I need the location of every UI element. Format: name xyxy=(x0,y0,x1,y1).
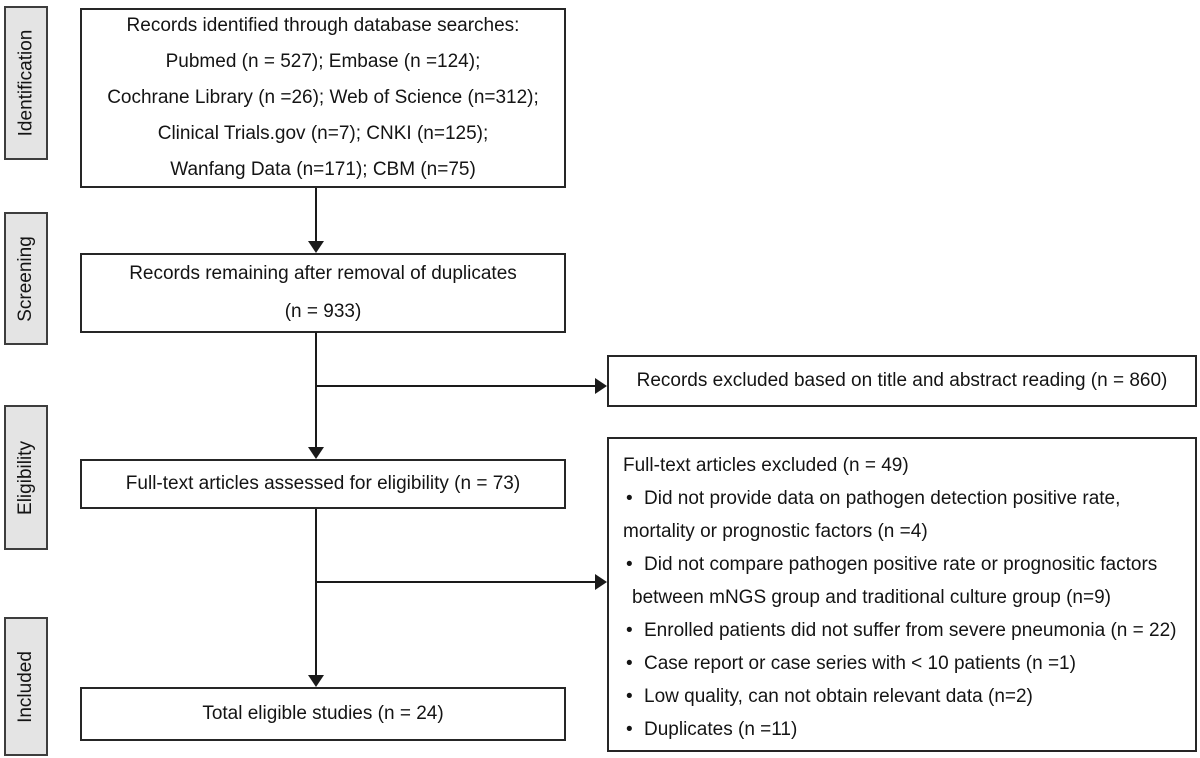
exclusion-reason-text: Did not compare pathogen positive rate o… xyxy=(644,554,1158,575)
stage-label-identification-text: Identification xyxy=(15,29,36,137)
arrow-right-icon xyxy=(595,574,607,590)
exclusion-reason-line: • Duplicates (n =11) xyxy=(623,713,1181,746)
fulltext-assessed-text: Full-text articles assessed for eligibil… xyxy=(125,473,521,494)
box-duplicates-removed: Records remaining after removal of dupli… xyxy=(80,253,566,333)
exclusion-reason-line: • Did not provide data on pathogen detec… xyxy=(623,482,1181,515)
total-eligible-text: Total eligible studies (n = 24) xyxy=(202,703,444,724)
stage-label-screening: Screening xyxy=(4,212,48,345)
stage-label-included-text: Included xyxy=(15,650,36,723)
exclusion-reason-line: • Did not compare pathogen positive rate… xyxy=(623,548,1181,581)
bullet-icon: • xyxy=(626,653,633,674)
exclusion-reason-text: Did not provide data on pathogen detecti… xyxy=(644,488,1121,509)
bullet-icon: • xyxy=(626,488,633,509)
arrow-down-icon xyxy=(308,447,324,459)
box-records-excluded: Records excluded based on title and abst… xyxy=(607,355,1197,407)
connector-branch-fulltext-excluded-line xyxy=(316,581,595,583)
records-identified-line: Cochrane Library (n =26); Web of Science… xyxy=(107,87,539,108)
connector-duplicates-to-fulltext-line xyxy=(315,332,317,447)
exclusion-reason-line: • Low quality, can not obtain relevant d… xyxy=(623,680,1181,713)
connector-fulltext-to-total-line xyxy=(315,509,317,675)
fulltext-excluded-heading: Full-text articles excluded (n = 49) xyxy=(623,455,909,476)
records-excluded-text: Records excluded based on title and abst… xyxy=(636,370,1168,391)
stage-label-included: Included xyxy=(4,617,48,756)
box-fulltext-assessed: Full-text articles assessed for eligibil… xyxy=(80,459,566,509)
records-identified-line: Records identified through database sear… xyxy=(126,15,520,36)
box-total-eligible: Total eligible studies (n = 24) xyxy=(80,687,566,741)
bullet-icon: • xyxy=(626,719,633,740)
records-identified-line: Clinical Trials.gov (n=7); CNKI (n=125); xyxy=(157,123,489,144)
stage-label-screening-text: Screening xyxy=(15,235,36,322)
exclusion-reason-text: Duplicates (n =11) xyxy=(644,719,798,740)
exclusion-reason-line: • Enrolled patients did not suffer from … xyxy=(623,614,1181,647)
exclusion-reason-line: • Case report or case series with < 10 p… xyxy=(623,647,1181,680)
duplicates-removed-line: Records remaining after removal of dupli… xyxy=(129,263,517,284)
stage-label-eligibility-text: Eligibility xyxy=(15,440,37,515)
arrow-down-icon xyxy=(308,241,324,253)
exclusion-reason-continuation: mortality or prognostic factors (n =4) xyxy=(623,521,928,542)
connector-identified-to-duplicates-line xyxy=(315,188,317,243)
bullet-icon: • xyxy=(626,620,633,641)
connector-branch-records-excluded-line xyxy=(316,385,595,387)
stage-label-eligibility: Eligibility xyxy=(4,405,48,550)
box-fulltext-excluded: Full-text articles excluded (n = 49) • D… xyxy=(607,437,1197,752)
exclusion-reason-text: Low quality, can not obtain relevant dat… xyxy=(644,686,1033,707)
exclusion-reason-text: Case report or case series with < 10 pat… xyxy=(644,653,1076,674)
duplicates-removed-line: (n = 933) xyxy=(284,301,362,322)
arrow-down-icon xyxy=(308,675,324,687)
exclusion-reason-text: Enrolled patients did not suffer from se… xyxy=(644,620,1177,641)
arrow-right-icon xyxy=(595,378,607,394)
box-records-identified: Records identified through database sear… xyxy=(80,8,566,188)
stage-label-identification: Identification xyxy=(4,6,48,160)
bullet-icon: • xyxy=(626,686,633,707)
bullet-icon: • xyxy=(626,554,633,575)
exclusion-reason-continuation: between mNGS group and traditional cultu… xyxy=(632,587,1111,608)
records-identified-line: Wanfang Data (n=171); CBM (n=75) xyxy=(170,159,476,180)
records-identified-line: Pubmed (n = 527); Embase (n =124); xyxy=(165,51,481,72)
